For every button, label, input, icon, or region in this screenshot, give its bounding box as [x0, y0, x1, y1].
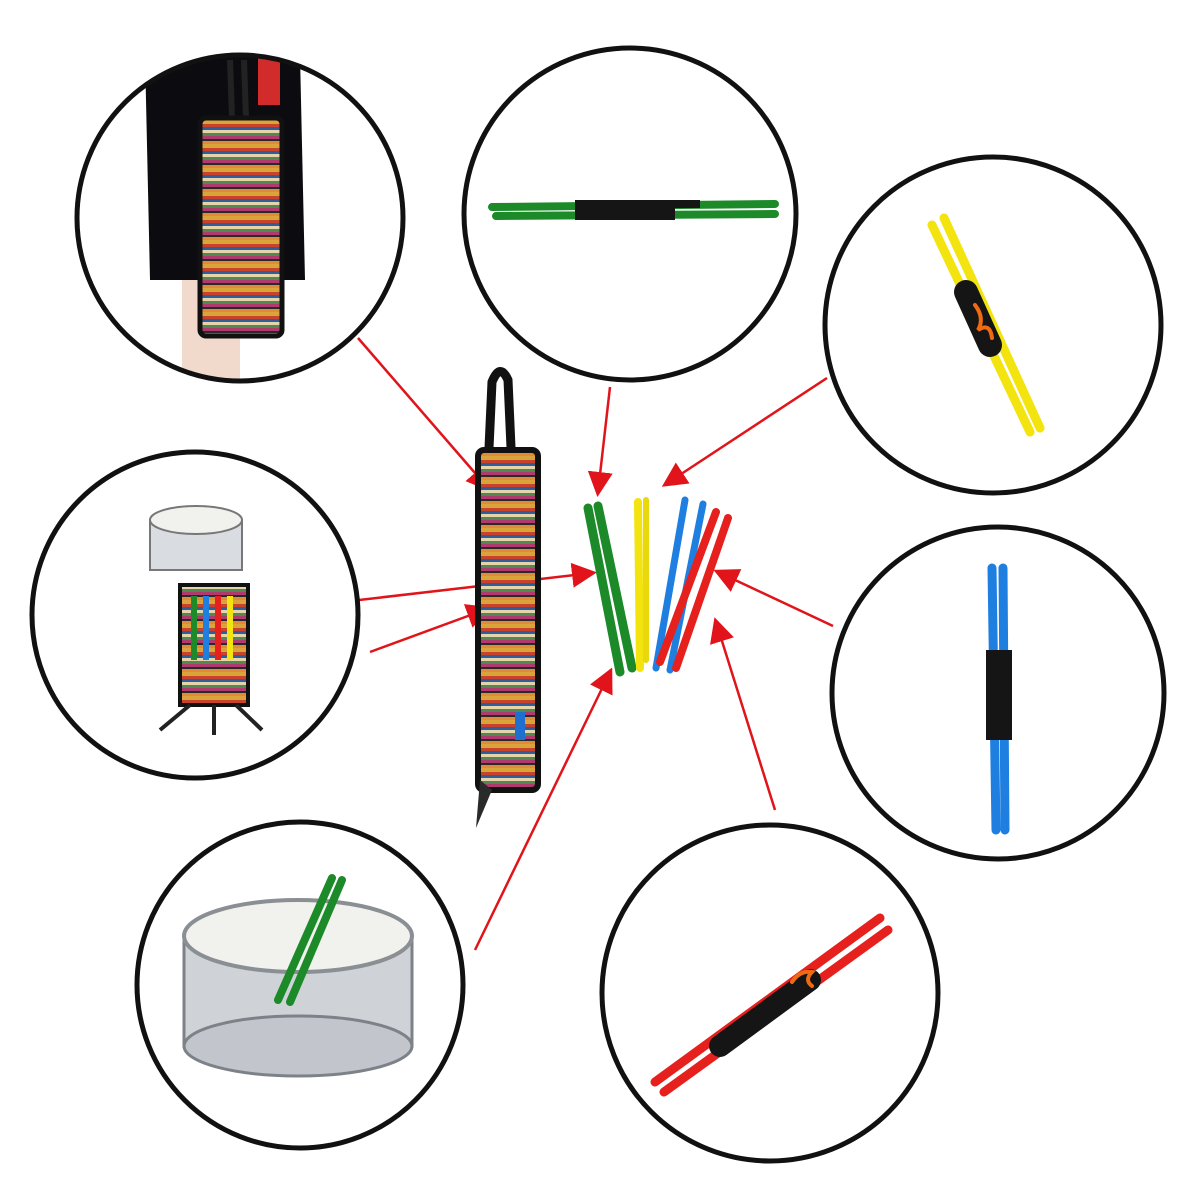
bag-body — [475, 447, 541, 793]
arrows-group — [332, 337, 834, 951]
panel-snare-drum-with-green-sticks: snare-drum-icon — [134, 819, 466, 1151]
bag-strap — [483, 367, 517, 471]
panel-outline-1 — [74, 52, 406, 384]
green-drumsticks-icon — [488, 200, 779, 220]
bag-tip — [476, 780, 492, 828]
panel-bag-hung-on-snare-stand: snare-with-bag-icon — [29, 449, 361, 781]
arrow-snare-stand-to-sticks — [332, 562, 597, 605]
center-stick-red-2 — [672, 514, 732, 672]
center-stick-green-2 — [593, 501, 637, 673]
arrow-red-sticks-to-sticks — [710, 617, 777, 811]
arrow-bag-carry-to-bag — [357, 337, 492, 492]
panel-bag-carried-by-person: stick-bag-carry-icon — [74, 52, 406, 384]
center-drumstick-bag — [475, 367, 541, 828]
panel-green-drumsticks — [461, 45, 799, 383]
bag-strap-small — [227, 59, 249, 119]
panel-blue-drumsticks — [829, 524, 1167, 862]
center-stick-red-1 — [656, 508, 720, 666]
arrow-snare-stand-to-bag — [369, 604, 492, 654]
bag-tag — [515, 712, 525, 740]
arrow-snare-drum-to-sticks — [473, 667, 613, 951]
blue-drumsticks-icon — [986, 563, 1012, 835]
arrow-blue-sticks-to-sticks — [713, 569, 834, 628]
snare-head — [182, 898, 414, 974]
hung-bag — [178, 583, 250, 707]
red-shirt-edge — [258, 55, 280, 105]
arrow-yellow-sticks-to-sticks — [661, 376, 828, 487]
panel-yellow-flame-drumsticks — [822, 154, 1164, 496]
center-stick-green-1 — [583, 503, 625, 677]
center-stick-blue-1 — [652, 496, 689, 672]
carried-bag — [197, 115, 285, 339]
red-drumsticks-icon — [650, 913, 893, 1097]
center-stick-yellow-1 — [634, 498, 644, 672]
arrow-green-sticks-to-sticks — [587, 386, 613, 497]
center-drumsticks — [583, 496, 732, 677]
yellow-drumsticks-icon — [927, 213, 1045, 437]
panel-red-flame-drumsticks — [599, 822, 941, 1164]
